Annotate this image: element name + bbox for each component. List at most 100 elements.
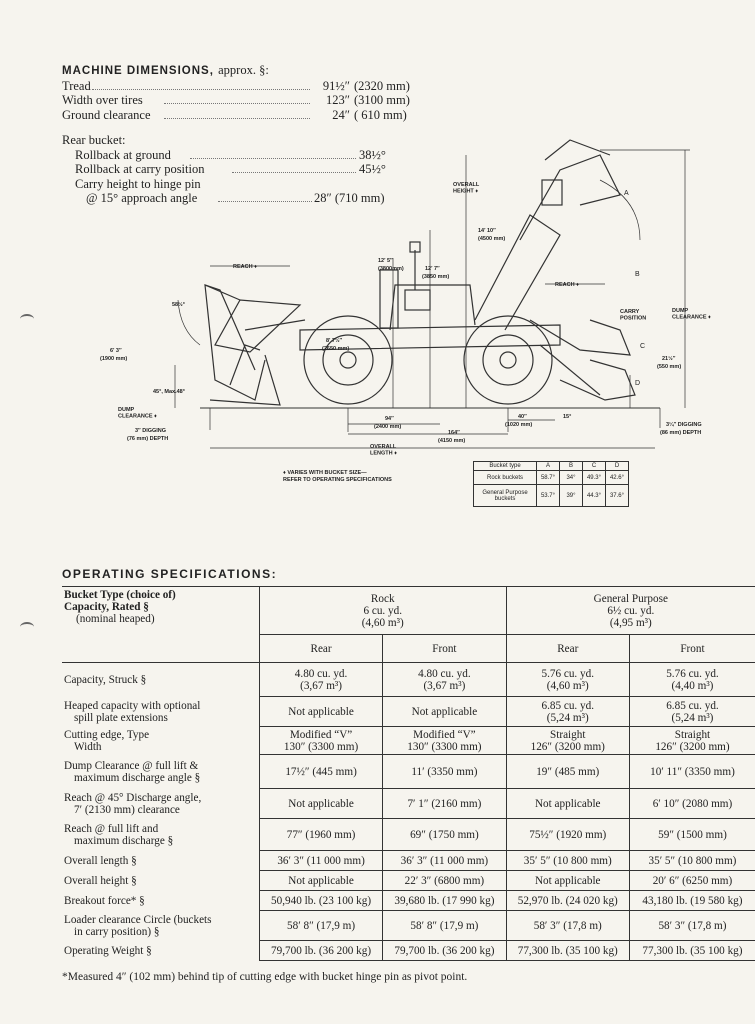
spec-value: 58′ 3″ (17,8 m) bbox=[505, 910, 630, 941]
table-row: Bucket type A B C D bbox=[473, 461, 629, 471]
spec-value: 35′ 5″ (10 800 mm) bbox=[628, 850, 755, 871]
general-purpose-header: General Purpose 6½ cu. yd. (4,95 m³) bbox=[505, 586, 755, 635]
width-1020-label: (1020 mm) bbox=[505, 422, 532, 428]
spec-value: Not applicable bbox=[258, 788, 384, 819]
spec-value: 58′ 8″ (17,9 m) bbox=[382, 910, 507, 941]
spec-label: Overall length § bbox=[62, 850, 260, 871]
spec-value: 7′ 1″ (2160 mm) bbox=[382, 788, 507, 819]
width-164-label: 164″ bbox=[448, 430, 460, 436]
varies-note-2: REFER TO OPERATING SPECIFICATIONS bbox=[283, 477, 392, 483]
angle-15-label: 15° bbox=[563, 414, 571, 420]
spec-value: Not applicable bbox=[505, 870, 630, 891]
table-row: Capacity, Struck §4.80 cu. yd. (3,67 m³)… bbox=[62, 662, 755, 697]
angle-c-label: C bbox=[640, 343, 645, 350]
spec-value: 35′ 5″ (10 800 mm) bbox=[505, 850, 630, 871]
bucket-type-cell: Bucket Type (choice of) Capacity, Rated … bbox=[62, 586, 260, 663]
spec-value: Not applicable bbox=[258, 870, 384, 891]
spec-value: 10′ 11″ (3350 mm) bbox=[628, 754, 755, 789]
spec-value: 4.80 cu. yd. (3,67 m³) bbox=[382, 662, 507, 697]
angle-58-label: 58½° bbox=[172, 301, 185, 308]
digging-3-label: 3″ DIGGING bbox=[135, 428, 166, 434]
height-2650-label: (2650 mm) bbox=[322, 346, 349, 352]
width-40-label: 40″ bbox=[518, 414, 527, 420]
spec-value: 75½″ (1920 mm) bbox=[505, 818, 630, 851]
spec-value: 58′ 8″ (17,9 m) bbox=[258, 910, 384, 941]
width-94-label: 94″ bbox=[385, 416, 394, 422]
spec-value: 43,180 lb. (19 580 kg) bbox=[628, 890, 755, 911]
spec-value: 79,700 lb. (36 200 kg) bbox=[258, 940, 384, 961]
spec-label: Overall height § bbox=[62, 870, 260, 891]
front-header: Front bbox=[382, 634, 507, 663]
front-header: Front bbox=[628, 634, 755, 663]
spec-value: 11′ (3350 mm) bbox=[382, 754, 507, 789]
table-row: General Purpose buckets 53.7° 39° 44.3° … bbox=[473, 484, 629, 507]
angle-a-label: A bbox=[624, 190, 629, 197]
angle-d-label: D bbox=[635, 380, 640, 387]
digging-76-label: (76 mm) DEPTH bbox=[127, 436, 168, 442]
spec-label: Operating Weight § bbox=[62, 940, 260, 961]
spec-value: 19″ (485 mm) bbox=[505, 754, 630, 789]
height-3850-label: (3850 mm) bbox=[422, 274, 449, 280]
spec-value: 59″ (1500 mm) bbox=[628, 818, 755, 851]
operating-specs-heading: OPERATING SPECIFICATIONS: bbox=[62, 567, 278, 581]
punch-hole-top bbox=[20, 314, 34, 324]
spec-value: Not applicable bbox=[382, 696, 507, 727]
height-3800-label: (3800mm) bbox=[378, 266, 404, 272]
rear-bucket-heading: Rear bucket: bbox=[62, 133, 126, 147]
height-6-3-label: 6′ 3″ bbox=[110, 348, 122, 354]
spec-value: Modified “V” 130″ (3300 mm) bbox=[382, 726, 507, 755]
rock-header: Rock 6 cu. yd. (4,60 m³) bbox=[258, 586, 507, 635]
height-4500-label: (4500 mm) bbox=[478, 236, 505, 242]
rear-header: Rear bbox=[258, 634, 384, 663]
spec-value: 69″ (1750 mm) bbox=[382, 818, 507, 851]
table-row: Operating Weight §79,700 lb. (36 200 kg)… bbox=[62, 940, 755, 961]
table-row: Dump Clearance @ full lift &maximum disc… bbox=[62, 754, 755, 789]
digging-3-4-label: 3¼″ DIGGING bbox=[666, 421, 702, 428]
spec-value: 22′ 3″ (6800 mm) bbox=[382, 870, 507, 891]
digging-86-label: (86 mm) DEPTH bbox=[660, 430, 701, 436]
operating-specs-table: Bucket Type (choice of) Capacity, Rated … bbox=[62, 586, 755, 961]
spec-value: Straight 126″ (3200 mm) bbox=[628, 726, 755, 755]
spec-value: 5.76 cu. yd. (4,40 m³) bbox=[628, 662, 755, 697]
width-4150-label: (4150 mm) bbox=[438, 438, 465, 444]
spec-label: Capacity, Struck § bbox=[62, 662, 260, 697]
punch-hole-bottom bbox=[20, 622, 34, 632]
height-14-10-label: 14′ 10″ bbox=[478, 228, 496, 234]
spec-value: 5.76 cu. yd. (4,60 m³) bbox=[505, 662, 630, 697]
angle-b-label: B bbox=[635, 271, 640, 278]
spec-value: 6.85 cu. yd. (5,24 m³) bbox=[628, 696, 755, 727]
varies-note-1: ♦ VARIES WITH BUCKET SIZE— bbox=[283, 470, 367, 476]
spec-value: 6.85 cu. yd. (5,24 m³) bbox=[505, 696, 630, 727]
reach-left-label: REACH ♦ bbox=[233, 264, 257, 270]
spec-value: 4.80 cu. yd. (3,67 m³) bbox=[258, 662, 384, 697]
spec-value: 77,300 lb. (35 100 kg) bbox=[628, 940, 755, 961]
spec-value: Modified “V” 130″ (3300 mm) bbox=[258, 726, 384, 755]
spec-label: Breakout force* § bbox=[62, 890, 260, 911]
spec-label: Dump Clearance @ full lift &maximum disc… bbox=[62, 754, 260, 789]
spec-value: 20′ 6″ (6250 mm) bbox=[628, 870, 755, 891]
angle-45-label: 45°, Max.48° bbox=[153, 389, 185, 395]
table-row: Bucket Type (choice of) Capacity, Rated … bbox=[62, 586, 755, 663]
height-8-7-label: 8′ 7½″ bbox=[326, 337, 343, 344]
spec-label: Reach @ 45° Discharge angle,7′ (2130 mm)… bbox=[62, 788, 260, 819]
table-row: Reach @ 45° Discharge angle,7′ (2130 mm)… bbox=[62, 788, 755, 819]
spec-value: 17½″ (445 mm) bbox=[258, 754, 384, 789]
height-21-label: 21½″ bbox=[662, 355, 676, 362]
height-12-7-label: 12′ 7″ bbox=[425, 266, 440, 272]
